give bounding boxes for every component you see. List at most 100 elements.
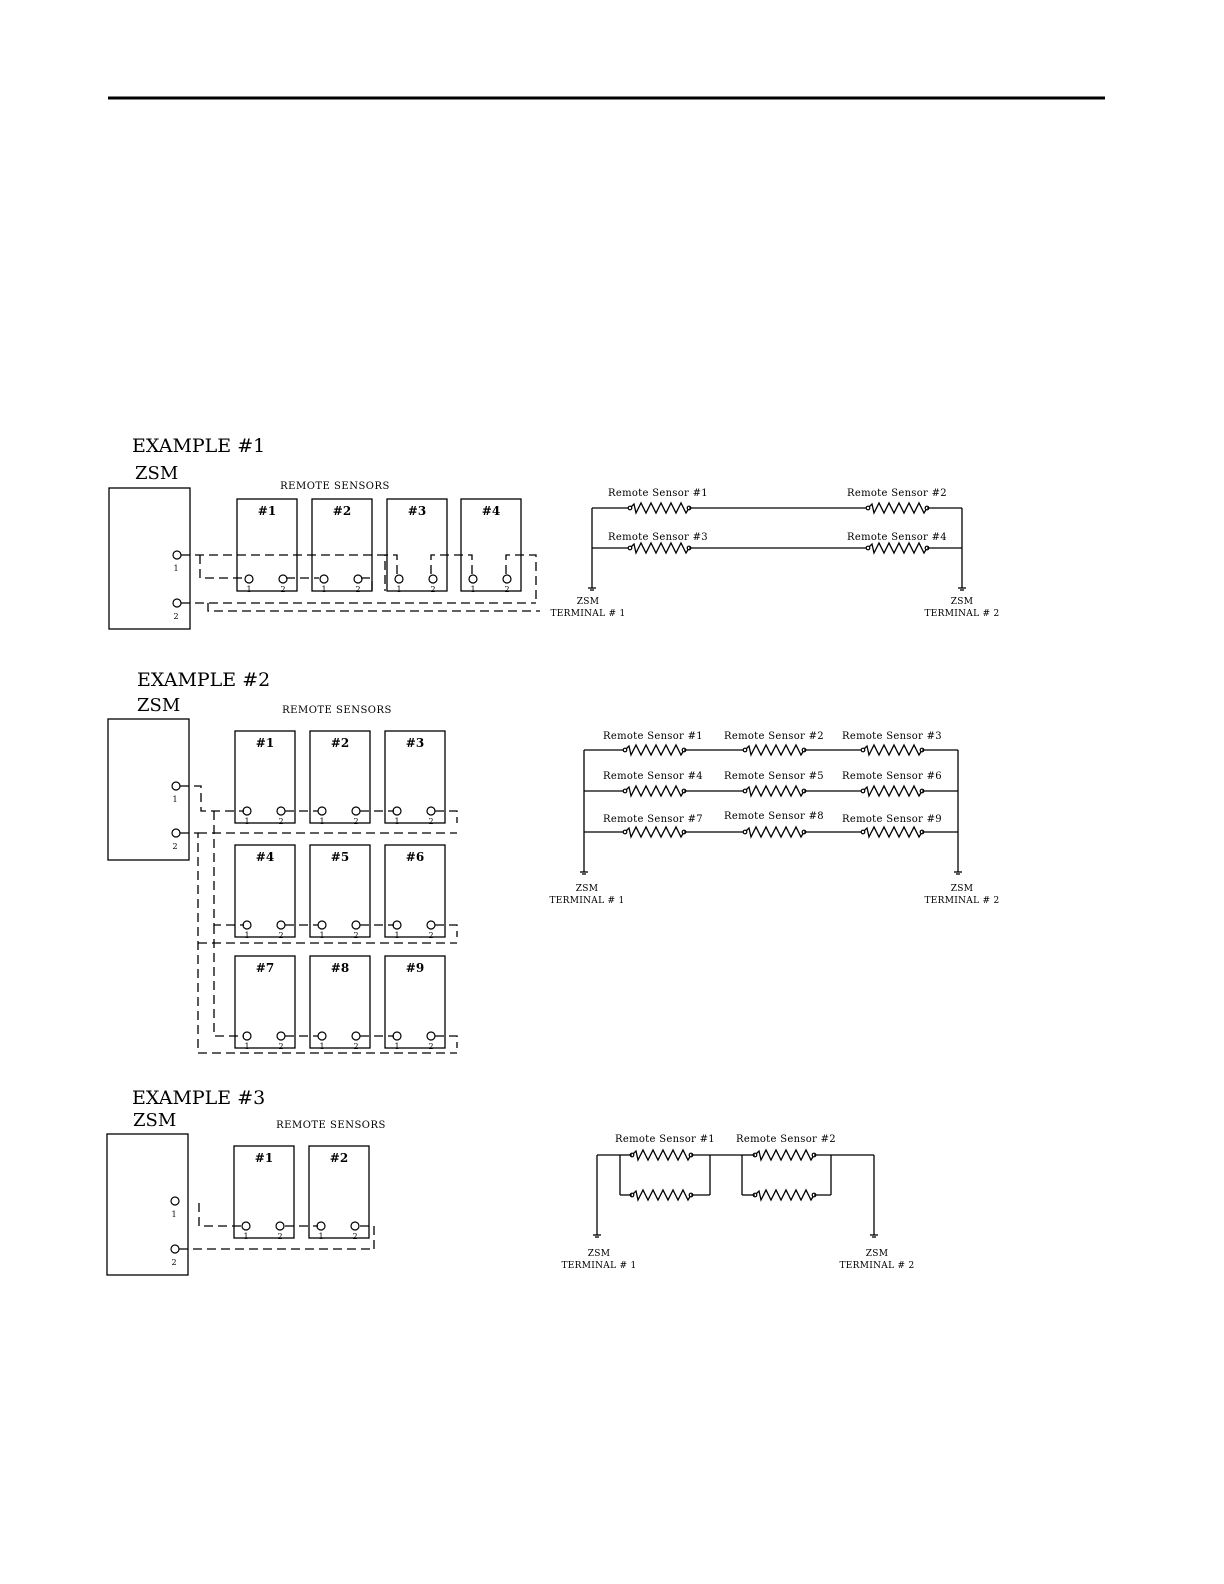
sensor-terminal-1-label: 1 xyxy=(321,585,326,594)
sensor-terminal-1 xyxy=(468,574,478,584)
zsm-terminal-2-label: 2 xyxy=(172,842,177,851)
sensor-terminal-1-label: 1 xyxy=(318,1232,323,1241)
resistor-zigzag xyxy=(744,825,805,839)
ex2-sensor-label: Remote Sensor #4 xyxy=(603,771,703,782)
example-1-zsm-label: ZSM xyxy=(135,463,178,484)
sensor-terminal-1 xyxy=(317,1031,327,1041)
resistor-lead xyxy=(622,788,628,794)
sensor-box-number: #7 xyxy=(256,961,274,975)
sensor-terminal-1 xyxy=(242,920,252,930)
sensor-terminal-1-label: 1 xyxy=(470,585,475,594)
ex1-wire-t2-return xyxy=(207,603,540,612)
sensor-box-number: #5 xyxy=(331,850,349,864)
example-2-remote-sensors-heading: REMOTE SENSORS xyxy=(282,705,392,716)
ex2-sensor-label: Remote Sensor #3 xyxy=(842,731,942,742)
ex3-wire-t1 xyxy=(198,1203,243,1227)
ex3-sch-ground-2 xyxy=(870,1234,878,1238)
ex2-sch-ground-2 xyxy=(954,871,962,875)
example-3-zsm-label: ZSM xyxy=(133,1110,176,1131)
ex2-sensor-label: Remote Sensor #9 xyxy=(842,814,942,825)
schematic-zsm-label: ZSM xyxy=(577,597,600,607)
sensor-terminal-1 xyxy=(242,1031,252,1041)
zsm-terminal-2 xyxy=(170,1244,180,1254)
ex2-wire-t1-row3 xyxy=(213,925,244,1037)
example-1-title: EXAMPLE #1 xyxy=(132,435,265,457)
sensor-terminal-1-label: 1 xyxy=(319,1042,324,1051)
ex2-sensor-label: Remote Sensor #7 xyxy=(603,814,703,825)
sensor-box-number: #1 xyxy=(255,1151,273,1165)
zsm-box xyxy=(106,1133,189,1276)
ex1-sensor-label-3: Remote Sensor #3 xyxy=(608,532,708,543)
schematic-zsm-label: ZSM xyxy=(866,1249,889,1259)
ex1-sensor-label-2: Remote Sensor #2 xyxy=(847,488,947,499)
sensor-terminal-2 xyxy=(351,806,361,816)
ex2-wire-row-out xyxy=(435,924,458,937)
schematic-terminal-label: TERMINAL # 2 xyxy=(924,896,999,906)
sensor-terminal-2 xyxy=(276,806,286,816)
ex1-resistor-4 xyxy=(865,541,930,555)
sensor-terminal-2-label: 2 xyxy=(428,931,433,940)
sensor-terminal-2-label: 2 xyxy=(353,817,358,826)
sensor-box xyxy=(236,498,298,592)
sensor-box xyxy=(309,844,371,938)
sensor-box-number: #1 xyxy=(258,504,276,518)
example-3-title: EXAMPLE #3 xyxy=(132,1087,265,1109)
schematic-terminal-label: TERMINAL # 1 xyxy=(550,609,625,619)
ex2-resistor xyxy=(622,743,687,757)
schematic-zsm-label: ZSM xyxy=(951,884,974,894)
sensor-terminal-2-label: 2 xyxy=(504,585,509,594)
resistor-lead xyxy=(742,788,748,794)
zsm-terminal-1 xyxy=(172,550,182,560)
resistor-lead xyxy=(865,545,871,551)
sensor-terminal-2-label: 2 xyxy=(352,1232,357,1241)
sensor-terminal-1 xyxy=(392,1031,402,1041)
ex2-sensor-label: Remote Sensor #2 xyxy=(724,731,824,742)
sensor-terminal-2 xyxy=(275,1221,285,1231)
resistor-lead xyxy=(622,747,628,753)
ex2-sch-ground-1 xyxy=(580,871,588,875)
sensor-box-number: #2 xyxy=(333,504,351,518)
sensor-terminal-1-label: 1 xyxy=(394,817,399,826)
sensor-box xyxy=(384,730,446,824)
sensor-terminal-1 xyxy=(392,920,402,930)
sensor-box xyxy=(309,730,371,824)
sensor-box-number: #6 xyxy=(406,850,424,864)
sensor-terminal-2-label: 2 xyxy=(353,1042,358,1051)
sensor-terminal-1 xyxy=(317,920,327,930)
sensor-box xyxy=(234,730,296,824)
resistor-zigzag xyxy=(744,784,805,798)
sensor-box xyxy=(308,1145,370,1239)
ex2-resistor xyxy=(742,743,807,757)
sensor-terminal-2 xyxy=(426,1031,436,1041)
sensor-terminal-2 xyxy=(428,574,438,584)
sensor-box xyxy=(233,1145,295,1239)
sensor-box xyxy=(234,844,296,938)
ex1-sch-ground-2 xyxy=(958,587,966,591)
sensor-terminal-1-label: 1 xyxy=(319,931,324,940)
sensor-box xyxy=(384,844,446,938)
sensor-terminal-1 xyxy=(244,574,254,584)
ex3-wire-s2-out xyxy=(360,1225,375,1249)
sensor-terminal-1-label: 1 xyxy=(394,931,399,940)
sensor-terminal-2 xyxy=(350,1221,360,1231)
sensor-terminal-2-label: 2 xyxy=(278,1042,283,1051)
zsm-terminal-1-label: 1 xyxy=(172,795,177,804)
ex2-sensor-label: Remote Sensor #6 xyxy=(842,771,942,782)
ex2-wire-row-out xyxy=(435,1035,458,1048)
resistor-zigzag xyxy=(631,1148,692,1162)
ex2-wire-t1-row1 xyxy=(180,785,244,812)
ex3-sensor-label-2: Remote Sensor #2 xyxy=(736,1134,836,1145)
schematic-terminal-label: TERMINAL # 1 xyxy=(549,896,624,906)
resistor-zigzag xyxy=(862,743,923,757)
sensor-box-number: #4 xyxy=(482,504,500,518)
zsm-terminal-1-label: 1 xyxy=(171,1210,176,1219)
ex2-wire-row-out xyxy=(435,810,458,823)
schematic-zsm-label: ZSM xyxy=(588,1249,611,1259)
resistor-zigzag xyxy=(629,541,690,555)
zsm-terminal-1 xyxy=(170,1196,180,1206)
sensor-terminal-2 xyxy=(276,920,286,930)
resistor-zigzag xyxy=(754,1188,815,1202)
resistor-zigzag xyxy=(624,825,685,839)
resistor-lead xyxy=(860,788,866,794)
